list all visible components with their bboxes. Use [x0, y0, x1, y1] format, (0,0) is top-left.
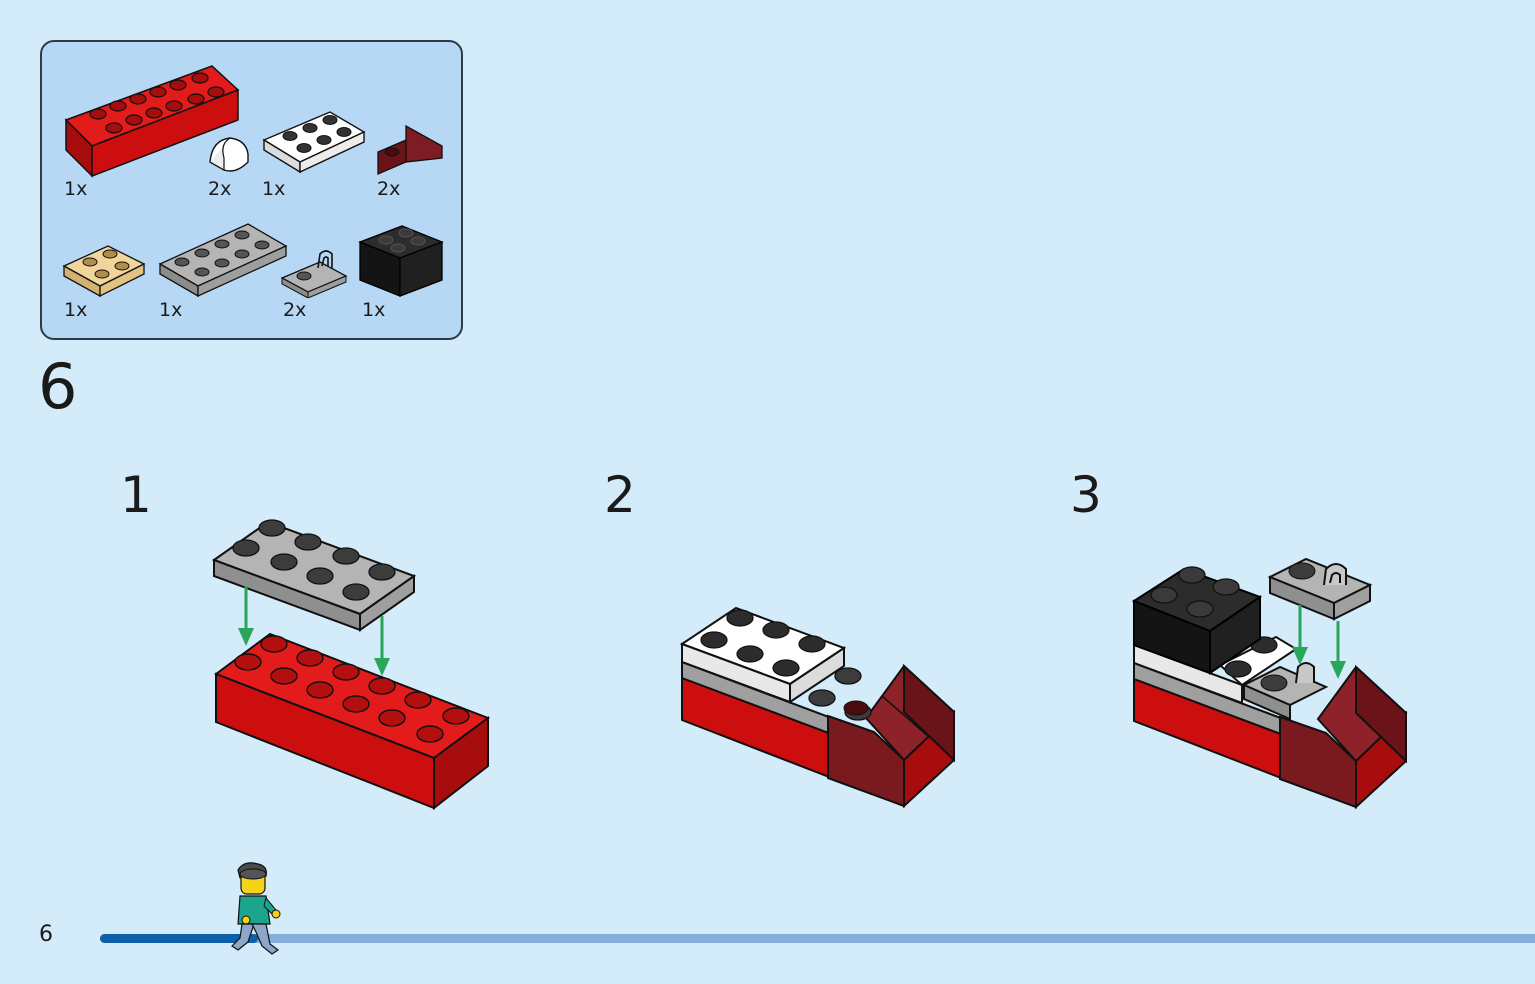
arrow-down-icon: [374, 616, 390, 676]
progress-bar: [100, 934, 1535, 943]
part-qty: 2x: [283, 299, 307, 321]
build-illustration-2: [679, 606, 956, 809]
parts-list-panel: 1x 2x 1x 2x 1x: [40, 40, 463, 340]
black-brick-2x2-icon: [358, 225, 444, 297]
tan-plate-2x2-icon: [62, 245, 146, 298]
white-plate-2x3-icon: [262, 111, 366, 174]
arrow-down-icon: [1330, 621, 1346, 679]
part-qty: 1x: [64, 178, 88, 200]
gray-plate-2x4-icon: [158, 223, 288, 298]
step-number: 6: [38, 350, 78, 423]
part-qty: 2x: [377, 178, 401, 200]
substep-number-3: 3: [1070, 466, 1102, 524]
progress-bar-fill: [100, 934, 258, 943]
substep-number-1: 1: [120, 466, 152, 524]
build-illustration-3: [1131, 557, 1408, 810]
part-qty: 1x: [262, 178, 286, 200]
part-qty: 1x: [159, 299, 183, 321]
arrow-down-icon: [1292, 605, 1308, 665]
white-slope-icon: [209, 137, 249, 172]
page-number: 6: [39, 922, 53, 947]
substep-number-2: 2: [604, 466, 636, 524]
gray-clip-plate-icon: [280, 250, 348, 298]
part-qty: 1x: [64, 299, 88, 321]
red-brick-2x8-icon: [64, 65, 240, 178]
build-illustration-1: [211, 519, 491, 811]
arrow-down-icon: [238, 586, 254, 646]
dark-red-bracket-icon: [377, 124, 443, 175]
part-qty: 1x: [362, 299, 386, 321]
part-qty: 2x: [208, 178, 232, 200]
minifigure-walking-icon: [231, 862, 281, 955]
